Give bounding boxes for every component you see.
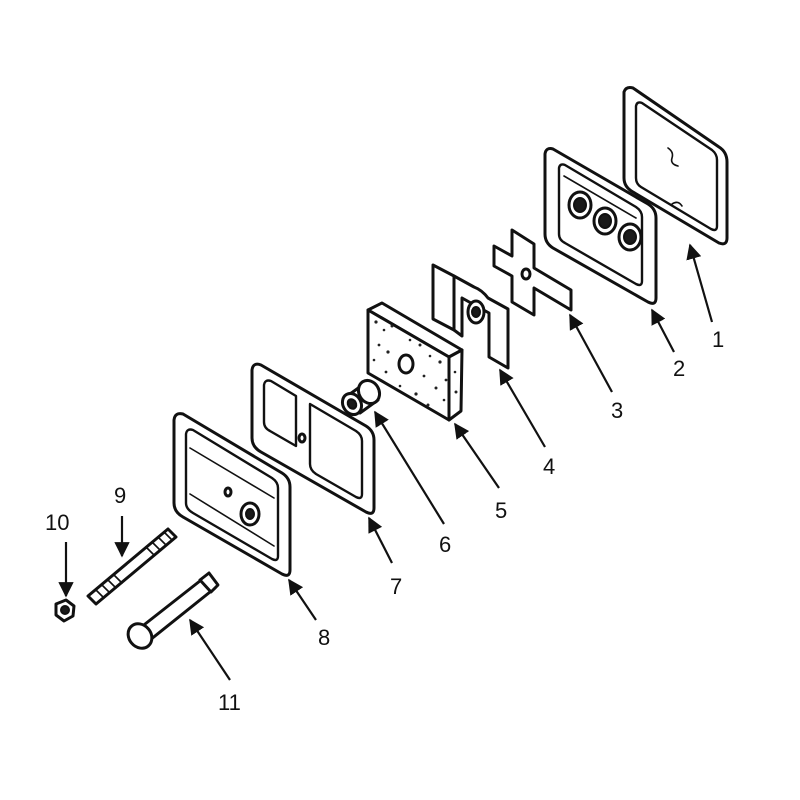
- grommet-hole-3: [617, 222, 643, 252]
- part-8-base-plate: [172, 412, 292, 577]
- callout-1: 1: [712, 327, 724, 352]
- callout-3: 3: [611, 398, 623, 423]
- part-7-divided-gasket: [250, 362, 376, 515]
- callout-7: 7: [390, 574, 402, 599]
- leader-6: [374, 410, 445, 525]
- callout-labels: 1 2 3 4 5 6 7 8 9 10 11: [45, 327, 724, 715]
- stud-threads-bottom: [95, 574, 123, 599]
- callout-9: 9: [114, 483, 126, 508]
- callout-11: 11: [218, 690, 241, 715]
- part-5-filter-block: [366, 301, 464, 422]
- part-4-bracket: [431, 263, 510, 370]
- leader-7: [368, 516, 393, 564]
- part-11-pin: [126, 571, 220, 650]
- stud-threads-top: [145, 531, 173, 556]
- grommet-hole-2: [592, 206, 618, 236]
- plate-boss: [239, 501, 261, 527]
- leader-11: [189, 618, 231, 681]
- leader-1: [686, 243, 714, 323]
- callout-8: 8: [318, 625, 330, 650]
- callout-2: 2: [673, 356, 685, 381]
- part-1-gasket: [622, 86, 729, 246]
- callout-10: 10: [45, 510, 69, 535]
- grommet-hole-1: [567, 190, 593, 220]
- leader-8: [288, 578, 317, 621]
- leader-2: [651, 308, 675, 353]
- callout-4: 4: [543, 454, 555, 479]
- part-9-threaded-stud: [86, 527, 178, 606]
- callout-5: 5: [495, 498, 507, 523]
- leader-5: [454, 422, 500, 489]
- part-6-sleeve: [340, 378, 382, 417]
- filter-texture: [372, 320, 458, 407]
- leader-arrows: [58, 243, 714, 681]
- leader-4: [499, 368, 546, 448]
- part-2-plate: [543, 147, 658, 305]
- part-10-nut: [54, 598, 76, 623]
- callout-6: 6: [439, 532, 451, 557]
- part-3-cross-gasket: [492, 228, 573, 317]
- leader-3: [569, 313, 613, 393]
